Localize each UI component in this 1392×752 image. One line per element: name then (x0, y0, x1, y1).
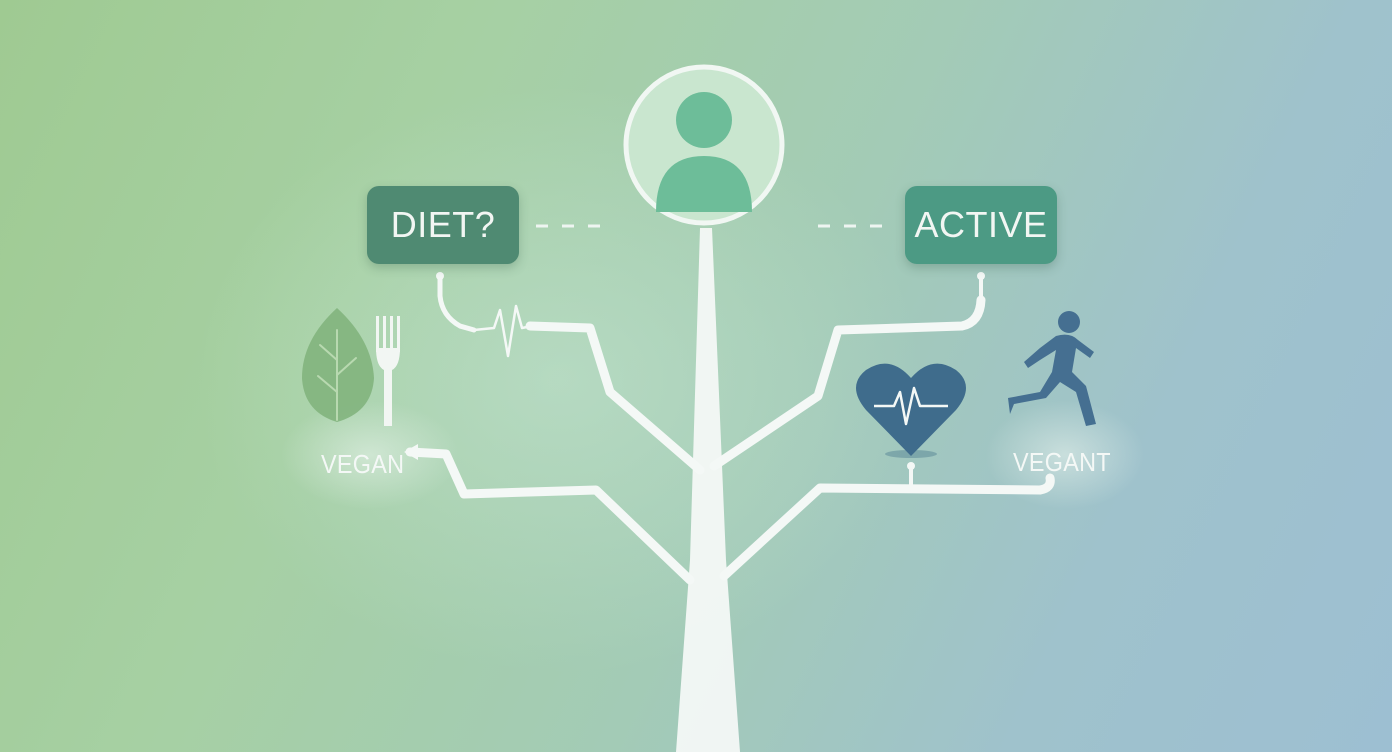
branch-lower-right (719, 473, 1055, 581)
active-box: ACTIVE (905, 186, 1057, 264)
tree-trunk (676, 228, 740, 752)
user-avatar-body (656, 156, 752, 212)
user-avatar-icon (676, 92, 732, 148)
fork-icon (376, 316, 400, 426)
diet-label: DIET? (390, 204, 496, 245)
branch-lower-left (405, 447, 695, 585)
diet-connector-node (436, 272, 444, 280)
active-label: ACTIVE (914, 204, 1048, 245)
heartbeat-icon (473, 304, 533, 358)
diet-box: DIET? (367, 186, 519, 264)
diet-connector (437, 273, 477, 333)
leaf-icon (302, 308, 374, 422)
runner-icon (1008, 311, 1096, 426)
branch-upper-left (525, 321, 705, 475)
vegant-label: VEGANT (1013, 447, 1111, 477)
vegan-label: VEGAN (321, 449, 405, 479)
branch-upper-right (709, 295, 986, 471)
arrow-head-vegan (404, 444, 418, 460)
heart-pulse-icon (856, 363, 966, 486)
